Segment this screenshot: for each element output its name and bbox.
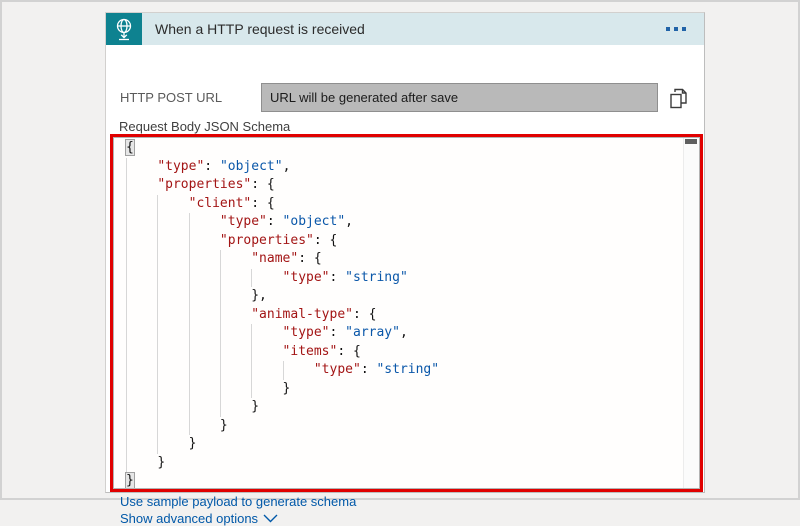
code-line[interactable]: "type": "string"	[114, 361, 684, 380]
code-line[interactable]: "items": {	[114, 342, 684, 361]
code-line[interactable]: "client": {	[114, 194, 684, 213]
request-body-json-schema-label: Request Body JSON Schema	[119, 119, 291, 134]
http-request-icon	[106, 13, 142, 45]
code-line[interactable]: }	[125, 472, 135, 488]
editor-scrollbar[interactable]	[683, 138, 699, 488]
trigger-card: When a HTTP request is received HTTP POS…	[105, 12, 705, 526]
http-post-url-label: HTTP POST URL	[120, 90, 223, 105]
copy-url-button[interactable]	[665, 86, 691, 112]
code-line[interactable]: "name": {	[114, 250, 684, 269]
use-sample-payload-link[interactable]: Use sample payload to generate schema	[120, 494, 356, 509]
code-line[interactable]: "type": "array",	[114, 324, 684, 343]
code-line[interactable]: "type": "object",	[114, 157, 684, 176]
use-sample-payload-label: Use sample payload to generate schema	[120, 494, 357, 509]
show-advanced-options-link[interactable]: Show advanced options	[120, 511, 278, 526]
chevron-down-icon	[263, 514, 278, 523]
code-line[interactable]: "animal-type": {	[114, 305, 684, 324]
code-line[interactable]: "properties": {	[114, 176, 684, 195]
trigger-title: When a HTTP request is received	[155, 21, 365, 37]
code-line[interactable]: }	[114, 398, 684, 417]
copy-icon	[670, 88, 687, 109]
http-post-url-input	[261, 83, 658, 112]
json-schema-editor-surface[interactable]: { "type": "object", "properties": { "cli…	[113, 137, 700, 489]
code-line[interactable]: }	[114, 416, 684, 435]
json-schema-code[interactable]: { "type": "object", "properties": { "cli…	[114, 139, 684, 488]
code-line[interactable]: "type": "object",	[114, 213, 684, 232]
code-line[interactable]: },	[114, 287, 684, 306]
show-advanced-options-label: Show advanced options	[120, 511, 259, 526]
code-line[interactable]: {	[125, 139, 135, 156]
code-line[interactable]: "properties": {	[114, 231, 684, 250]
trigger-card-header[interactable]: When a HTTP request is received	[106, 13, 704, 45]
trigger-card-body: HTTP POST URL Request Body JSON Schema {…	[106, 45, 704, 526]
more-options-icon[interactable]	[658, 13, 704, 45]
code-line[interactable]: "type": "string"	[114, 268, 684, 287]
code-line[interactable]: }	[114, 379, 684, 398]
code-line[interactable]: }	[114, 453, 684, 472]
json-schema-editor[interactable]: { "type": "object", "properties": { "cli…	[110, 134, 703, 492]
code-line[interactable]: }	[114, 435, 684, 454]
editor-scrollbar-thumb[interactable]	[685, 139, 697, 144]
